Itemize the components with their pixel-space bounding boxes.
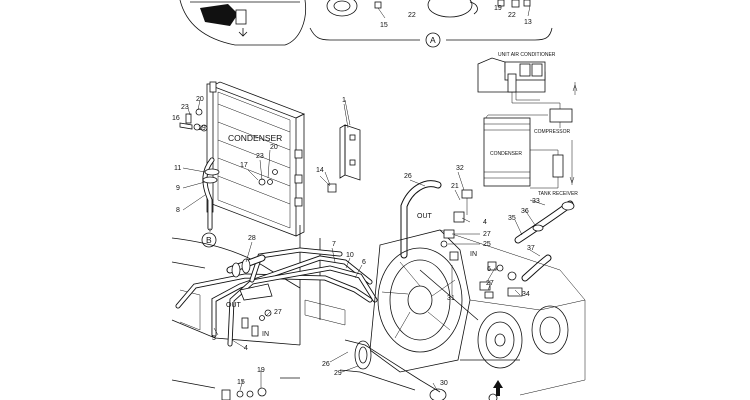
callout-numbers: 1 23 20 16 19 20 23 17 11 9 8 14 26 32 2… <box>172 96 540 387</box>
view-b-label: B <box>206 235 212 245</box>
callout-17: 17 <box>240 162 248 169</box>
callout-13: 13 <box>524 19 532 26</box>
callout-36: 36 <box>521 208 529 215</box>
refrigerant-schematic: UNIT AIR CONDITIONER COMPRESSOR CONDENSE… <box>477 52 578 197</box>
callout-26b: 26 <box>322 361 330 368</box>
view-a-circle <box>425 32 441 48</box>
callout-4: 4 <box>483 219 487 226</box>
callout-10: 10 <box>346 252 354 259</box>
schematic-compressor-label: COMPRESSOR <box>534 129 571 135</box>
in-label-upper: IN <box>470 251 477 258</box>
callout-21: 21 <box>451 183 459 190</box>
callout-4b: 4 <box>244 345 248 352</box>
callout-5: 5 <box>212 335 216 342</box>
engine-compressor-area: OUT IN <box>171 180 586 400</box>
callout-19c: 19 <box>257 367 265 374</box>
callout-15: 15 <box>380 22 388 29</box>
in-label-lower: IN <box>262 331 269 338</box>
lower-body-frame: OUT IN <box>171 225 378 347</box>
callout-34: 34 <box>522 291 530 298</box>
out-label-lower: OUT <box>226 302 242 309</box>
callout-35: 35 <box>508 215 516 222</box>
callout-8: 8 <box>176 207 180 214</box>
callout-22: 22 <box>408 12 416 19</box>
callout-1: 1 <box>342 97 346 104</box>
callout-6: 6 <box>487 266 491 273</box>
callout-16: 16 <box>172 115 180 122</box>
top-detail-group: A 15 22 19 22 13 <box>179 0 553 48</box>
callout-27c: 27 <box>274 309 282 316</box>
schematic-unit-label: UNIT AIR CONDITIONER <box>498 52 556 58</box>
callout-32: 32 <box>456 165 464 172</box>
callout-30: 30 <box>440 380 448 387</box>
callout-28: 28 <box>248 235 256 242</box>
condenser-assembly: CONDENSER B <box>179 81 361 248</box>
schematic-condenser-label: CONDENSER <box>490 151 522 157</box>
callout-19b: 19 <box>198 125 206 132</box>
callout-27: 27 <box>483 231 491 238</box>
callout-31: 31 <box>447 295 455 302</box>
callout-25: 25 <box>483 241 491 248</box>
callout-19: 19 <box>494 5 502 12</box>
callout-33: 33 <box>532 198 540 205</box>
callout-27b: 27 <box>486 280 494 287</box>
callout-20: 20 <box>196 96 204 103</box>
callout-11: 11 <box>174 165 181 172</box>
view-a-label: A <box>430 35 436 45</box>
callout-23b: 23 <box>256 153 264 160</box>
callout-15b: 15 <box>237 379 245 386</box>
condenser-label: CONDENSER <box>228 133 282 143</box>
schematic-tank-label: TANK RECEIVER <box>538 191 578 197</box>
callout-37: 37 <box>527 245 535 252</box>
callout-9: 9 <box>176 185 180 192</box>
callout-7: 7 <box>332 241 336 248</box>
callout-14: 14 <box>316 167 324 174</box>
callout-6b: 6 <box>362 259 366 266</box>
callout-23: 23 <box>181 104 189 111</box>
callout-29: 29 <box>334 370 342 377</box>
callout-26: 26 <box>404 173 412 180</box>
callout-22b: 22 <box>508 12 516 19</box>
callout-20b: 20 <box>270 144 278 151</box>
leader-lines <box>182 99 546 391</box>
out-label-upper: OUT <box>417 213 433 220</box>
